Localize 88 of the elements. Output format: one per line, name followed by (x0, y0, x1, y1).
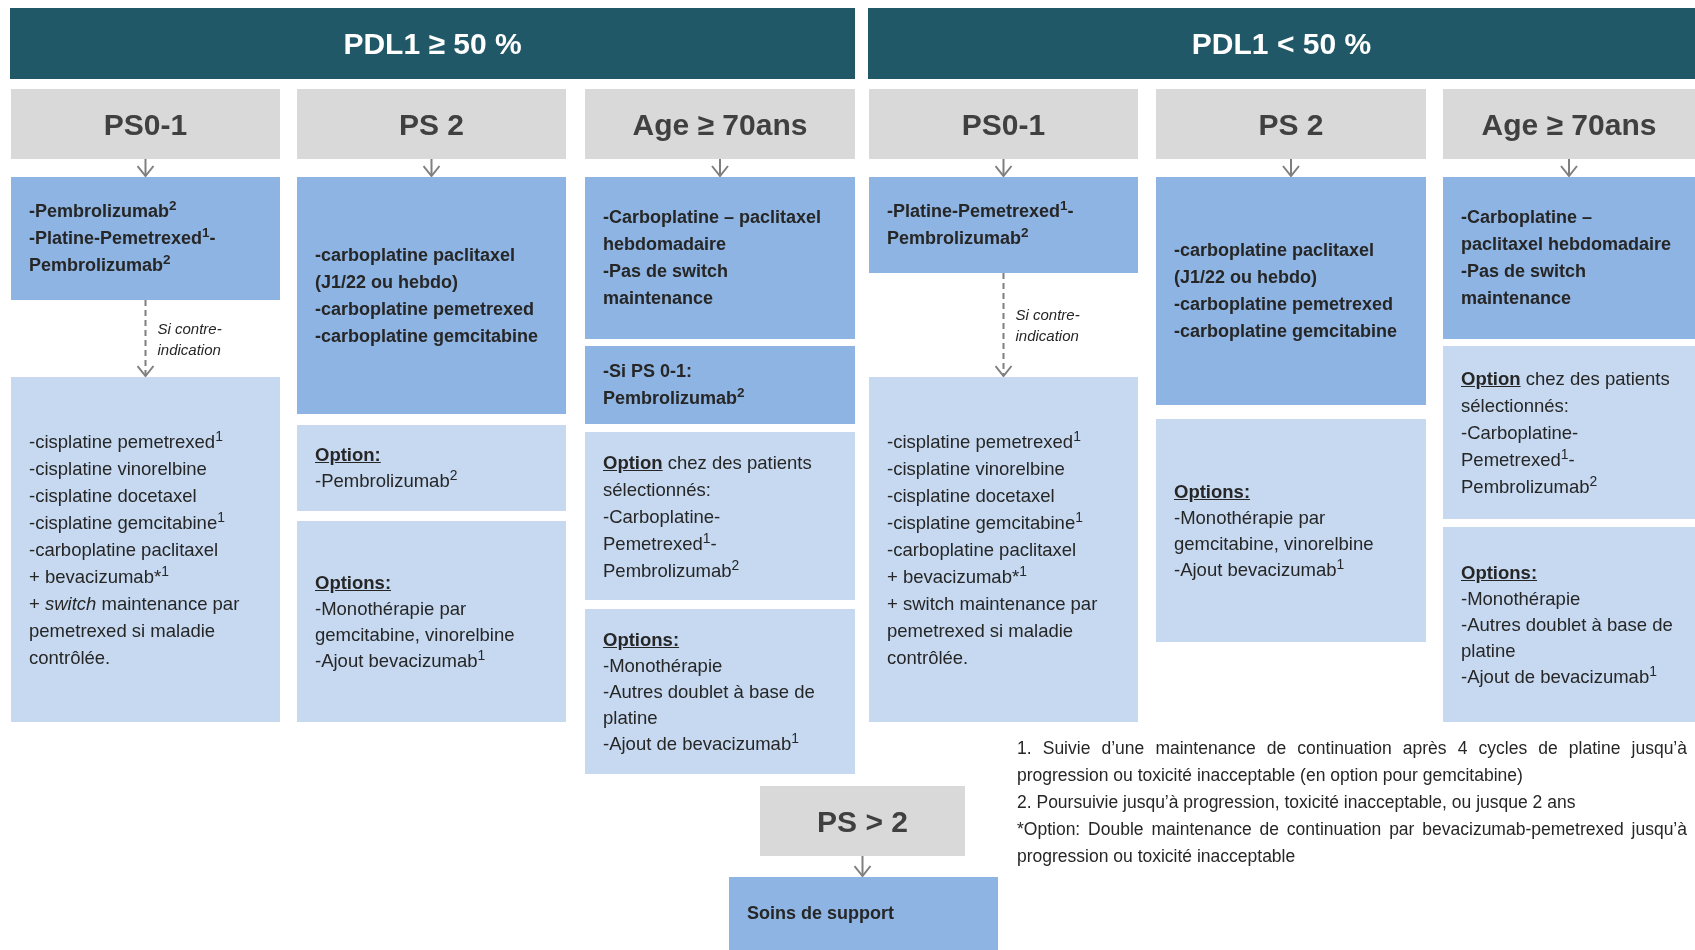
arrow (136, 299, 155, 377)
alternative-box (585, 432, 855, 600)
treatment-item: -Carboplatine – paclitaxel hebdomadaire (603, 206, 823, 256)
arrow (711, 158, 729, 177)
treatment-item: -carboplatine pemetrexed (1174, 293, 1395, 316)
treatment-item: -cisplatine vinorelbine (887, 457, 1066, 481)
criterion-box (585, 89, 855, 159)
arrow (1560, 158, 1578, 177)
criterion-box (297, 89, 566, 159)
treatment-item: -Carboplatine- Pemetrexed$^{1}$- Pembrolizumab$^{2}$ (603, 504, 741, 583)
treatment-item: -cisplatine pemetrexed$^{1}$ (887, 428, 1082, 454)
treatment-item: -cisplatine docetaxel (887, 484, 1056, 508)
arrow (1282, 158, 1300, 177)
treatment-item: -Si PS 0-1: Pembrolizumab$^{2}$ (603, 360, 746, 410)
criterion-box (869, 89, 1138, 159)
criterion-title: Age ≥ 70ans (632, 106, 808, 143)
options-box (1443, 527, 1695, 722)
criterion-title: PS0-1 (103, 106, 188, 143)
treatment-item: -Autres doublet à base de platine (1461, 612, 1674, 663)
treatment-item: -Pas de switch maintenance (603, 260, 730, 310)
criterion-box (1156, 89, 1426, 159)
criterion-title: PS0-1 (961, 106, 1046, 143)
treatment-item: -Carboplatine – paclitaxel hebdomadaire (1461, 206, 1673, 256)
treatment-item: -Platine-Pemetrexed$^{1}$- Pembrolizumab$^{2}$ (887, 198, 1075, 250)
treatment-item: + switch maintenance par pemetrexed si maladie contrôlée. (887, 592, 1099, 670)
options-box (585, 609, 855, 774)
treatment-item: -Ajout de bevacizumab$^{1}$ (1461, 663, 1658, 689)
footnote: 1. Suivie d’une maintenance de continuation après 4 cycles de platine jusqu’à progression ou toxicité inacceptable (en option pour gemcitabine) (1017, 737, 1687, 787)
treatment-item: -Ajout bevacizumab$^{1}$ (1174, 556, 1346, 582)
treatment-item: -Monothérapie (1461, 586, 1582, 611)
criterion-title: Age ≥ 70ans (1481, 106, 1657, 143)
treatment-item: -Autres doublet à base de platine (603, 679, 816, 730)
treatment-item: -Carboplatine- Pemetrexed$^{1}$- Pembrolizumab$^{2}$ (1461, 421, 1599, 499)
header-title: PDL1 ≥ 50 % (343, 26, 522, 62)
treatment-item: Option chez des patients sélectionnés: (603, 450, 813, 502)
treatment-item: -cisplatine docetaxel (29, 484, 198, 508)
arrow (853, 855, 872, 877)
arrow (994, 158, 1013, 177)
criterion-box (760, 786, 965, 856)
treatment-item: -carboplatine paclitaxel (J1/22 ou hebdo) (315, 243, 517, 294)
treatment-item: + bevacizumab*$^{1}$ (29, 563, 170, 589)
treatment-item: Option chez des patients sélectionnés: (1461, 367, 1671, 418)
treatment-item: -carboplatine gemcitabine (1174, 320, 1399, 343)
option-heading: Options: (603, 627, 681, 652)
criterion-title: PS 2 (1258, 106, 1324, 143)
option-heading: Options: (315, 570, 393, 595)
treatment-item: -cisplatine gemcitabine$^{1}$ (887, 509, 1084, 535)
alternative-box (869, 377, 1138, 722)
treatment-item: -carboplatine pemetrexed (315, 297, 536, 321)
options-box (297, 521, 566, 722)
arrow (136, 158, 155, 177)
option-heading: Options: (1174, 479, 1252, 504)
option-heading: Option: (315, 443, 382, 467)
criterion-title: PS 2 (398, 106, 464, 143)
treatment-item: -Pas de switch maintenance (1461, 260, 1588, 310)
treatment-item: -Ajout bevacizumab$^{1}$ (315, 647, 487, 673)
treatment-item: -carboplatine paclitaxel (J1/22 ou hebdo) (1174, 239, 1376, 289)
treatment-item: + switch maintenance par pemetrexed si maladie contrôlée. (29, 592, 241, 670)
arrow (994, 272, 1013, 377)
treatment-item: -cisplatine pemetrexed$^{1}$ (29, 428, 224, 454)
group-header-bar (868, 8, 1695, 79)
treatment-item: -cisplatine vinorelbine (29, 457, 208, 481)
treatment-item: -Pembrolizumab$^{2}$ (315, 468, 459, 493)
treatment-item: -cisplatine gemcitabine$^{1}$ (29, 509, 226, 535)
treatment-item: -Monothérapie (603, 653, 724, 678)
footnote: 2. Poursuivie jusqu’à progression, toxicité inacceptable, ou jusque 2 ans (1017, 791, 1577, 814)
options-box (297, 425, 566, 511)
alternative-box (1443, 346, 1695, 519)
treatment-item: -carboplatine gemcitabine (315, 324, 540, 348)
criterion-box (11, 89, 280, 159)
arrow (422, 158, 441, 177)
treatment-item: -carboplatine paclitaxel (887, 538, 1078, 562)
treatment-item: -Pembrolizumab$^{2}$ (29, 198, 178, 223)
treatment-item: Soins de support (747, 902, 895, 925)
treatment-item: -Ajout de bevacizumab$^{1}$ (603, 730, 800, 756)
group-header-bar (10, 8, 855, 79)
alternative-box (11, 377, 280, 722)
treatment-item: + bevacizumab*$^{1}$ (887, 563, 1028, 589)
footnote: *Option: Double maintenance de continuation par bevacizumab-pemetrexed jusqu’à progression ou toxicité inacceptable (1017, 818, 1687, 868)
options-box (1156, 419, 1426, 642)
treatment-item: -Platine-Pemetrexed$^{1}$- Pembrolizumab$^{2}$ (29, 225, 217, 277)
treatment-item: -Monothérapie par gemcitabine, vinorelbine (1174, 505, 1375, 556)
option-heading: Options: (1461, 560, 1539, 585)
header-title: PDL1 < 50 % (1191, 26, 1372, 62)
treatment-item: -Monothérapie par gemcitabine, vinorelbine (315, 596, 516, 647)
treatment-item: -carboplatine paclitaxel (29, 538, 220, 562)
criterion-box (1443, 89, 1695, 159)
criterion-title: PS > 2 (817, 803, 908, 840)
